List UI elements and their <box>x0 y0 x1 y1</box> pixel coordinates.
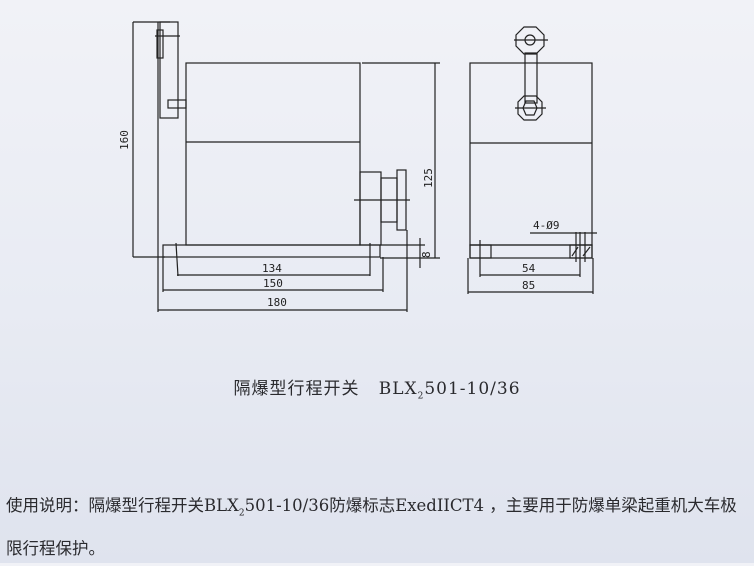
base-plate <box>162 244 381 258</box>
usage-description: 使用说明：隔爆型行程开关BLX2501-10/36防爆标志ExedIICT4 ，… <box>6 488 751 566</box>
lever-arm-front <box>524 52 538 104</box>
caption-model-prefix: BLX <box>378 379 418 399</box>
dim-8: 8 <box>420 251 433 258</box>
dim-150: 150 <box>263 277 283 290</box>
description-text-b: 501-10/36防爆标志ExedIICT4 ，主要用于防爆单梁起重机大车极限行… <box>6 496 737 559</box>
description-label: 使用说明： <box>6 496 89 515</box>
dim-180: 180 <box>267 296 287 309</box>
caption-model-suffix: 501-10/36 <box>424 379 521 399</box>
caption-name: 隔爆型行程开关 <box>233 379 360 399</box>
roller-top <box>515 26 545 55</box>
description-sub: 2 <box>238 508 245 519</box>
dim-holes: 4-Ø9 <box>533 219 560 232</box>
caption-model-sub: 2 <box>417 391 425 402</box>
side-view: 160 125 8 134 150 180 <box>118 21 440 312</box>
lever-arm <box>159 21 179 119</box>
dim-134: 134 <box>262 262 282 275</box>
dim-125: 125 <box>422 168 435 188</box>
switch-body <box>185 62 361 246</box>
dim-160: 160 <box>118 130 131 150</box>
description-text-a: 隔爆型行程开关BLX <box>88 496 239 515</box>
dim-85: 85 <box>522 279 535 292</box>
switch-body-front <box>469 62 593 246</box>
dim-54: 54 <box>522 262 536 275</box>
drawing-caption: 隔爆型行程开关 BLX2501-10/36 <box>0 374 754 401</box>
front-view: 4-Ø9 54 85 <box>467 26 597 294</box>
